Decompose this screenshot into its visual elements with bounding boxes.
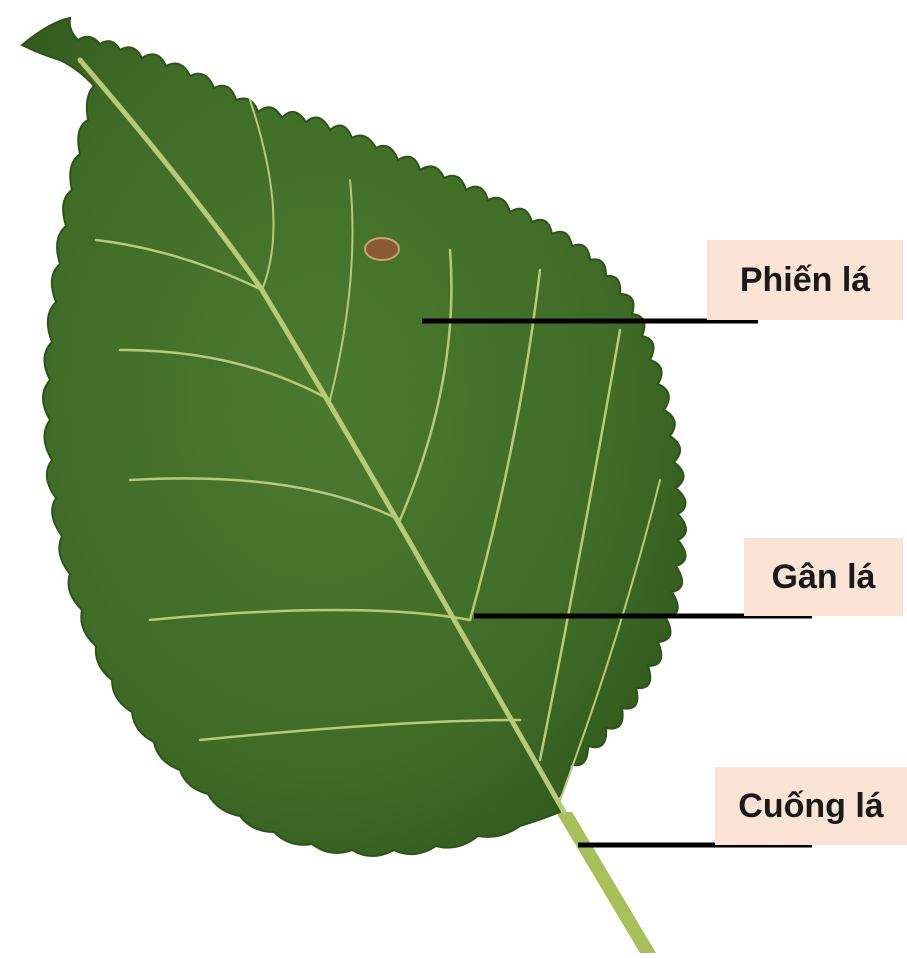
label-petiole: Cuống lá	[715, 767, 907, 845]
leaf-blade	[22, 18, 686, 856]
leaf-spot	[365, 238, 399, 260]
label-blade: Phiến lá	[707, 240, 903, 320]
label-vein: Gân lá	[744, 538, 903, 616]
leaf-petiole	[556, 812, 656, 953]
